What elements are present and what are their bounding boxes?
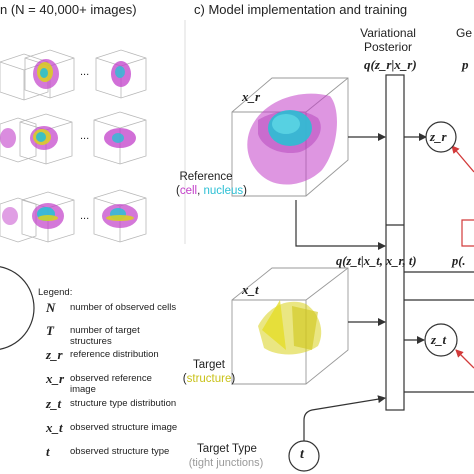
generative-label-partial: Ge	[456, 26, 473, 40]
posterior-r-formula: q(z_r|x_r)	[364, 57, 417, 72]
legend-row: x_r observed reference image	[0, 371, 180, 395]
node-t-circle	[288, 440, 320, 472]
legend-description: structure type distribution	[70, 398, 177, 409]
reference-cell-word: cell	[179, 185, 198, 197]
plate-circle	[0, 266, 35, 350]
ellipsis-row-2: ...	[80, 130, 90, 142]
legend-symbol: t	[46, 444, 50, 459]
node-zt-label: z_t	[431, 332, 447, 347]
legend-symbol: N	[46, 300, 56, 315]
legend-symbol: x_r	[46, 371, 65, 386]
target-type-title: Target Type	[197, 443, 257, 455]
legend-symbol: T	[46, 323, 54, 338]
legend-description: number of target structures	[70, 325, 140, 347]
prior-r-formula-partial: p	[462, 57, 469, 72]
arrow-type-to-posterior	[303, 395, 386, 448]
legend-row: T number of target structures	[0, 323, 180, 347]
legend-row: x_t observed structure image	[0, 420, 180, 440]
node-zr-circle	[425, 121, 457, 153]
target-type-subtitle: (tight junctions)	[188, 457, 264, 469]
ellipsis-row-1: ...	[80, 66, 90, 78]
arrow-ref-to-target-posterior	[295, 200, 386, 250]
posterior-bar	[385, 74, 405, 411]
reference-cell-render	[247, 93, 337, 185]
node-zt-circle	[424, 323, 458, 357]
target-subtitle: (structure)	[182, 373, 236, 385]
reference-title: Reference	[179, 171, 233, 183]
legend-title: Legend:	[38, 287, 73, 298]
arrow-prior-to-zt	[455, 349, 474, 369]
legend-description: number of observed cells	[70, 302, 177, 313]
legend-symbol: z_r	[46, 347, 63, 362]
prior-t-formula-partial: p(.	[452, 254, 466, 268]
reference-nucleus-word: nucleus	[203, 185, 244, 197]
section-c-title: c) Model implementation and training	[194, 2, 408, 17]
target-title: Target	[193, 359, 225, 371]
image-xt-label: x_t	[242, 282, 259, 297]
legend-row: z_r reference distribution	[0, 347, 180, 367]
legend-description: observed reference image	[70, 373, 152, 395]
target-structure-word: structure	[186, 373, 232, 385]
posterior-t-formula: q(z_t|x_t, x_r, t)	[336, 254, 417, 268]
legend-description: observed structure type	[70, 446, 170, 457]
reference-subtitle: (cell, nucleus)	[176, 185, 247, 197]
legend-symbol: z_t	[46, 396, 62, 411]
prior-box-fragment	[461, 219, 474, 247]
target-structure-render	[258, 300, 322, 355]
image-xr-label: x_r	[242, 89, 261, 104]
legend-symbol: x_t	[46, 420, 63, 435]
legend-description: reference distribution	[70, 349, 159, 360]
thumbnail-cells	[0, 59, 138, 229]
legend-row: N number of observed cells	[0, 300, 180, 320]
arrow-prior-to-zr	[451, 145, 474, 173]
legend-row: z_t structure type distribution	[0, 396, 180, 416]
thumbnail-box	[0, 117, 37, 163]
variational-posterior-label: Variational Posterior	[360, 26, 416, 54]
legend-description: observed structure image	[70, 422, 178, 433]
node-zr-label: z_r	[430, 129, 447, 144]
ellipsis-row-3: ...	[80, 210, 90, 222]
node-t-label: t	[300, 447, 304, 462]
legend-row: t observed structure type	[0, 444, 180, 464]
left-panel-title: n (N = 40,000+ images)	[0, 2, 137, 17]
thumbnail-box	[0, 197, 37, 243]
